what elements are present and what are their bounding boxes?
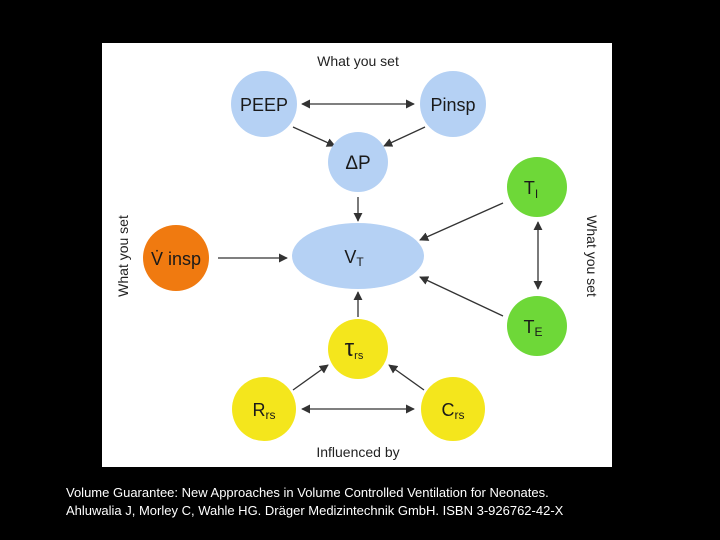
- rrs-sub-label: rs: [266, 408, 276, 422]
- peep-label: PEEP: [240, 95, 288, 115]
- left-label: What you set: [115, 215, 131, 297]
- tau-main-label: τ: [345, 335, 355, 362]
- node-rrs: Rrs: [232, 377, 296, 441]
- svg-text:Rrs: Rrs: [253, 400, 276, 422]
- svg-text:TI: TI: [524, 178, 538, 201]
- vt-sub-label: T: [356, 255, 364, 269]
- caption-line-1: Volume Guarantee: New Approaches in Volu…: [66, 485, 549, 500]
- pinsp-label: Pinsp: [430, 95, 475, 115]
- tau-sub-label: rs: [354, 350, 364, 362]
- te-sub-label: E: [534, 325, 542, 339]
- node-vt: VT: [292, 223, 424, 289]
- node-vinsp: V̇ insp: [143, 225, 209, 291]
- node-peep: PEEP: [231, 71, 297, 137]
- te-main-label: T: [523, 317, 534, 337]
- ti-sub-label: I: [535, 187, 538, 201]
- svg-text:VT: VT: [344, 247, 364, 269]
- top-label: What you set: [317, 53, 399, 69]
- node-crs: Crs: [421, 377, 485, 441]
- delta-p-label: ΔP: [345, 153, 370, 174]
- arrow-ti-vt: [419, 202, 504, 241]
- crs-main-label: C: [442, 400, 455, 420]
- node-pinsp: Pinsp: [420, 71, 486, 137]
- arrow-peep-deltap: [292, 126, 336, 147]
- ti-main-label: T: [524, 178, 535, 198]
- arrow-pinsp-deltap: [383, 126, 426, 147]
- node-delta-p: ΔP: [328, 132, 388, 192]
- caption-line-2: Ahluwalia J, Morley C, Wahle HG. Dräger …: [66, 503, 564, 518]
- node-te: TE: [507, 296, 567, 356]
- svg-text:Crs: Crs: [442, 400, 465, 422]
- svg-text:TE: TE: [523, 317, 542, 339]
- crs-sub-label: rs: [455, 408, 465, 422]
- svg-text:τrs: τrs: [345, 335, 364, 362]
- bottom-label: Influenced by: [316, 444, 399, 460]
- node-ti: TI: [507, 157, 567, 217]
- citation-caption: Volume Guarantee: New Approaches in Volu…: [66, 484, 706, 520]
- right-label: What you set: [584, 215, 600, 297]
- vinsp-label: V̇ insp: [151, 249, 201, 269]
- vt-main-label: V: [344, 247, 356, 267]
- arrow-te-vt: [419, 276, 504, 317]
- arrow-rrs-tau: [292, 364, 329, 391]
- node-tau: τrs: [328, 319, 388, 379]
- arrow-crs-tau: [388, 364, 425, 391]
- rrs-main-label: R: [253, 400, 266, 420]
- arrows: [218, 99, 543, 414]
